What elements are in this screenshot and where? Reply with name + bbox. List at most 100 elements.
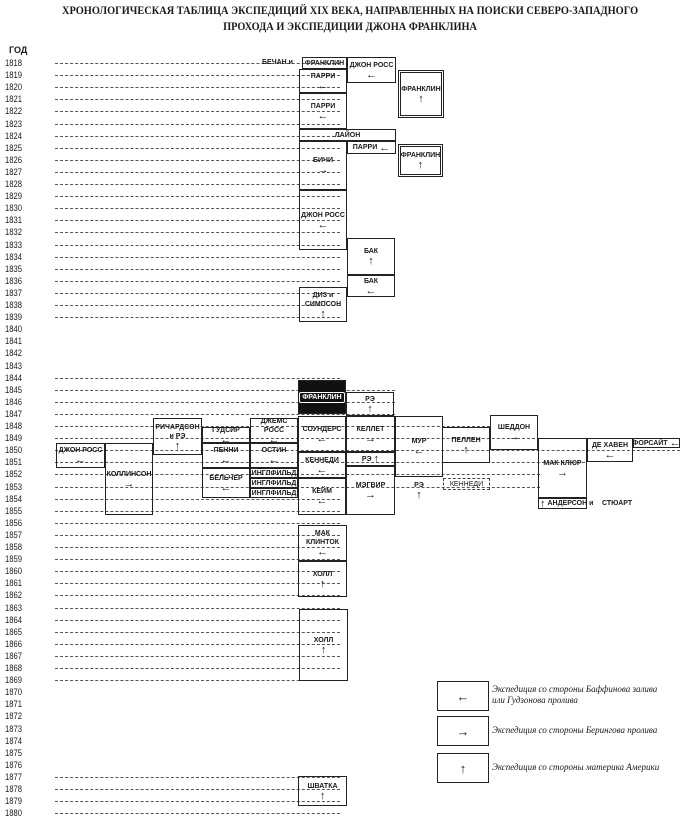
expedition-box: РЭ↑ bbox=[395, 477, 443, 503]
expedition-box: ПАРРИ← bbox=[347, 141, 396, 154]
year-label: 1852 bbox=[5, 469, 23, 480]
year-label: 1877 bbox=[5, 771, 23, 782]
arrow-up-icon: ↑ bbox=[320, 307, 326, 320]
legend-swatch: ← bbox=[437, 681, 489, 711]
year-label: 1843 bbox=[5, 360, 23, 371]
expedition-name: ХОЛЛ bbox=[312, 570, 333, 578]
expedition-box: ИНГЛФИЛЬД bbox=[250, 468, 298, 478]
arrow-right-icon: → bbox=[365, 489, 376, 501]
expedition-name: МУР bbox=[411, 438, 427, 445]
expedition-name: КЕЙМ bbox=[312, 488, 332, 495]
year-gridline bbox=[55, 643, 340, 645]
expedition-box: ПАРРИ← bbox=[299, 69, 347, 93]
expedition-box: ШЕДДОН→ bbox=[490, 415, 538, 450]
expedition-box: ФРАНКЛИН bbox=[302, 57, 347, 69]
arrow-up-icon: ↑ bbox=[463, 443, 469, 456]
expedition-name: АНДЕРСОН и bbox=[547, 500, 594, 507]
year-label: 1849 bbox=[5, 433, 23, 444]
year-label: 1829 bbox=[5, 191, 23, 202]
expedition-name: СОУНДЕРС bbox=[302, 425, 342, 433]
arrow-left-icon: ← bbox=[456, 688, 470, 704]
expedition-name: БИЧИ bbox=[312, 157, 333, 164]
year-gridline bbox=[55, 305, 340, 306]
expedition-name: ДЖЕМС РОСС bbox=[260, 417, 288, 434]
year-label: 1864 bbox=[5, 614, 23, 625]
year-label: 1825 bbox=[5, 142, 23, 153]
expedition-box: МАК КЛИНТОК← bbox=[298, 525, 347, 561]
year-gridline bbox=[55, 462, 585, 464]
arrow-left-icon: ← bbox=[317, 546, 328, 558]
expedition-box: ДИЗ и СИМПСОН↑ bbox=[299, 287, 347, 322]
expedition-name: РЭ bbox=[414, 481, 424, 489]
year-gridline bbox=[55, 813, 340, 815]
expedition-box: КЕЛЛЕТ→ bbox=[346, 416, 395, 452]
legend-text: Экспедиция со стороны материка Америки bbox=[492, 762, 660, 772]
year-gridline bbox=[55, 75, 340, 77]
expedition-name: РИЧАРДСОН и РЭ bbox=[155, 423, 200, 440]
expedition-box: ФРАНКЛИН↑ bbox=[398, 144, 443, 177]
expedition-name: БАК bbox=[363, 277, 379, 285]
expedition-box: ДЖОН РОСС← bbox=[56, 443, 105, 468]
arrow-left-icon: ← bbox=[604, 448, 616, 461]
arrow-left-icon: ← bbox=[366, 68, 377, 81]
expedition-box: ШВАТКА↑ bbox=[298, 776, 347, 806]
expedition-name: ИНГЛФИЛЬД bbox=[251, 479, 297, 487]
expedition-name: КОЛЛИНСОН bbox=[106, 470, 152, 478]
year-label: 1819 bbox=[5, 70, 23, 81]
year-label: 1866 bbox=[5, 638, 23, 649]
arrow-right-icon: → bbox=[508, 431, 520, 443]
expedition-name: ФРАНКЛИН bbox=[401, 85, 441, 93]
year-label: 1841 bbox=[5, 336, 23, 347]
arrow-left-icon: ← bbox=[316, 432, 328, 445]
year-label: 1832 bbox=[5, 227, 23, 238]
year-label: 1875 bbox=[5, 747, 23, 758]
year-label: 1874 bbox=[5, 735, 23, 746]
expedition-name: МАК КЛЮР bbox=[543, 459, 582, 467]
year-label: 1846 bbox=[5, 396, 23, 407]
legend-swatch: ↑ bbox=[437, 753, 489, 783]
expedition-name: ИНГЛФИЛЬД bbox=[251, 489, 297, 497]
diagram-title-line-2: ПРОХОДА И ЭКСПЕДИЦИИ ДЖОНА ФРАНКЛИНА bbox=[0, 20, 700, 35]
year-gridline bbox=[55, 426, 490, 427]
expedition-box: КЕЙМ← bbox=[298, 478, 346, 515]
expedition-box: ДЖОН РОСС← bbox=[347, 57, 396, 83]
expedition-box: ДЕ ХАВЕН← bbox=[587, 438, 633, 462]
year-gridline bbox=[55, 607, 340, 609]
arrow-left-icon: ← bbox=[75, 454, 86, 466]
year-gridline bbox=[55, 377, 340, 379]
expedition-name: ПАРРИ bbox=[352, 144, 378, 151]
year-label: 1879 bbox=[5, 796, 23, 807]
year-gridline bbox=[55, 801, 340, 803]
expedition-box: КЕННЕДИ← bbox=[298, 452, 346, 478]
year-label: 1839 bbox=[5, 312, 23, 323]
year-gridline bbox=[55, 595, 340, 597]
year-label: 1850 bbox=[5, 445, 23, 456]
arrow-left-icon: ← bbox=[317, 109, 329, 122]
year-label: 1824 bbox=[5, 130, 23, 141]
expedition-box: ПЕЛЛЕН↑ bbox=[442, 427, 490, 463]
arrow-up-icon: ↑ bbox=[459, 760, 467, 776]
year-label: 1838 bbox=[5, 300, 23, 310]
expedition-box: БАК↑ bbox=[347, 238, 395, 275]
expedition-box: ДЖОН РОСС← bbox=[299, 190, 347, 250]
year-gridline bbox=[55, 268, 340, 270]
year-gridline bbox=[55, 317, 340, 319]
year-label: 1873 bbox=[5, 723, 23, 734]
year-label: 1845 bbox=[5, 384, 23, 395]
expedition-name: КЕННЕДИ bbox=[449, 480, 484, 488]
arrow-left-icon: ← bbox=[365, 284, 377, 297]
year-gridline bbox=[55, 123, 340, 125]
expedition-box: ПЕННИ← bbox=[202, 443, 250, 468]
legend-swatch: → bbox=[437, 716, 489, 746]
expedition-box: СОУНДЕРС← bbox=[298, 416, 346, 452]
legend-text: Экспедиция со стороны Баффинова залива и… bbox=[492, 684, 658, 705]
year-gridline bbox=[55, 547, 340, 548]
expedition-name: РЭ bbox=[365, 395, 375, 403]
year-label: 1827 bbox=[5, 166, 23, 177]
year-label: 1833 bbox=[5, 239, 23, 250]
year-label: 1855 bbox=[5, 505, 23, 516]
year-label: 1830 bbox=[5, 203, 23, 214]
expedition-box: РИЧАРДСОН и РЭ↑ bbox=[153, 418, 202, 455]
year-gridline bbox=[55, 776, 340, 778]
year-label: 1821 bbox=[5, 94, 23, 105]
